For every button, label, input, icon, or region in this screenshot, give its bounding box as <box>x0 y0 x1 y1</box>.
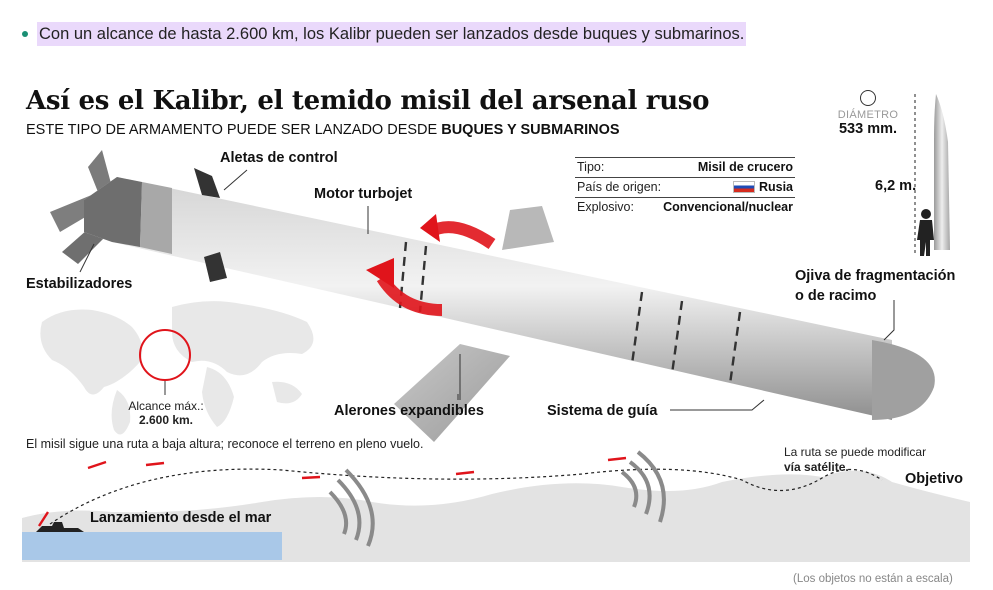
spec-row-tipo: Tipo: Misil de crucero <box>575 157 795 177</box>
label-alerones: Alerones expandibles <box>334 403 484 419</box>
range-circle <box>139 329 191 381</box>
flight-path <box>49 468 883 525</box>
diameter-block: DIÁMETRO 533 mm. <box>828 90 908 137</box>
objective-label: Objetivo <box>905 471 964 487</box>
route-note: El misil sigue una ruta a baja altura; r… <box>26 437 424 451</box>
satellite-note-line2: vía satélite. <box>784 460 849 474</box>
missile-illustration <box>50 150 935 442</box>
satellite-note-line1: La ruta se puede modificar <box>784 445 927 459</box>
radar-waves <box>328 450 666 547</box>
label-aletas: Aletas de control <box>220 150 338 166</box>
bullet-item: Con un alcance de hasta 2.600 km, los Ka… <box>22 22 747 46</box>
length-value: 6,2 m. <box>875 178 917 194</box>
label-guia: Sistema de guía <box>547 403 658 419</box>
spec-row-explosivo: Explosivo: Convencional/nuclear <box>575 197 795 217</box>
label-motor: Motor turbojet <box>314 186 413 202</box>
sea <box>22 532 282 560</box>
infographic-subtitle: ESTE TIPO DE ARMAMENTO PUEDE SER LANZADO… <box>26 122 620 138</box>
ship-icon <box>36 522 84 532</box>
diameter-circle-icon <box>860 90 876 106</box>
bullet-text: Con un alcance de hasta 2.600 km, los Ka… <box>37 22 747 46</box>
label-ojiva-line1: Ojiva de fragmentación <box>795 268 956 284</box>
diameter-value: 533 mm. <box>838 121 898 137</box>
russia-flag-icon <box>732 181 755 193</box>
range-label: Alcance máx.: <box>128 399 204 413</box>
bullet-dot-icon <box>22 31 28 37</box>
spec-row-origen: País de origen: Rusia <box>575 177 795 197</box>
path-markers <box>37 456 627 527</box>
launch-label: Lanzamiento desde el mar <box>90 510 272 526</box>
scale-note: (Los objetos no están a escala) <box>793 573 953 585</box>
spec-table: Tipo: Misil de crucero País de origen: R… <box>575 157 795 217</box>
label-estabilizadores: Estabilizadores <box>26 276 133 292</box>
scale-comparison <box>914 94 950 256</box>
infographic-artwork <box>22 94 970 562</box>
world-map <box>40 301 314 435</box>
range-value: 2.600 km. <box>138 413 194 427</box>
diameter-label: DIÁMETRO <box>837 109 899 121</box>
infographic-title: Así es el Kalibr, el temido misil del ar… <box>26 86 710 116</box>
label-ojiva-line2: o de racimo <box>795 288 877 304</box>
kalibr-infographic: Así es el Kalibr, el temido misil del ar… <box>22 82 970 590</box>
